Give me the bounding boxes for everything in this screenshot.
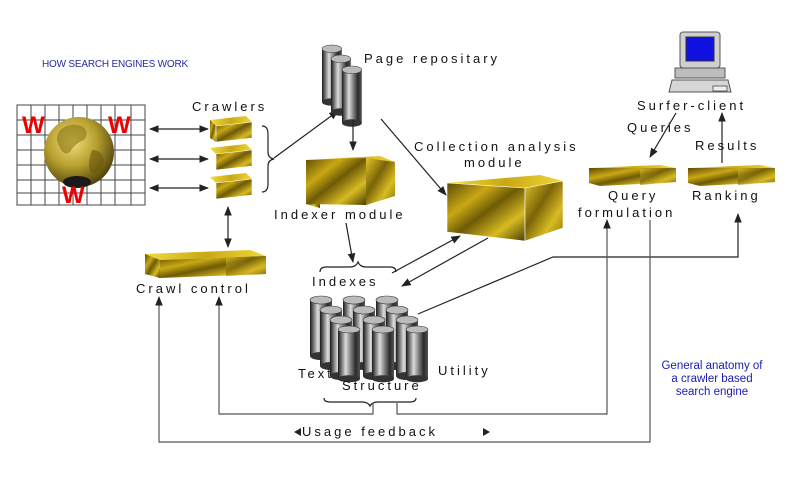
collection-analysis-module-box (446, 175, 564, 242)
caption-line-2: a crawler based (671, 373, 752, 385)
collection-to-indexes-arrow (401, 237, 489, 287)
results-label: Results (695, 138, 759, 153)
indexer-module-box (306, 156, 395, 208)
query-to-crawl-control-feedback (155, 220, 651, 443)
collection-analysis-label: Collection analysis (414, 139, 579, 154)
queries-label: Queries (627, 120, 694, 135)
queries-arrow (649, 112, 677, 158)
crawlers-to-repository-arrow (273, 110, 339, 159)
diagram-caption: General anatomy of a crawler based searc… (661, 360, 763, 398)
ranking-label: Ranking (692, 188, 761, 203)
formulation-label: formulation (578, 205, 675, 220)
ranking-box (688, 165, 775, 186)
structure-to-crawl-control-feedback (215, 296, 374, 415)
crawlers-label: Crawlers (192, 99, 267, 114)
indexer-to-indexes-arrow (345, 222, 356, 263)
indexes-to-ranking-arrow (417, 213, 742, 315)
utility-index-label: Utility (438, 363, 491, 378)
world-wide-web-globe: W W W (16, 104, 146, 209)
page-repository-cylinders (321, 44, 363, 128)
caption-line-1: General anatomy of (661, 360, 763, 372)
surfer-client-computer-icon (668, 31, 732, 93)
text-index-label: Text (298, 366, 334, 381)
crawler-boxes (210, 116, 253, 200)
diagram-title: HOW SEARCH ENGINES WORK (42, 59, 188, 70)
crawlers-brace (261, 125, 275, 193)
indexes-label: Indexes (312, 274, 379, 289)
w-letter-bottom: W (62, 182, 85, 209)
w-letter-right: W (108, 112, 131, 139)
repository-to-collection-arrow (380, 118, 447, 196)
query-label: Query (608, 188, 658, 203)
structure-index-label: Structure (342, 378, 422, 393)
usage-feedback-left-triangle-icon (294, 428, 301, 436)
structure-to-query-feedback (396, 219, 611, 415)
structure-brace (323, 397, 417, 408)
indexes-to-collection-arrow (391, 235, 461, 274)
crawl-control-label: Crawl control (136, 281, 251, 296)
query-formulation-box (589, 165, 676, 186)
crawl-control-box (145, 250, 266, 278)
indexes-brace (319, 260, 397, 273)
crawler-box (210, 116, 253, 143)
usage-feedback-right-triangle-icon (483, 428, 490, 436)
crawler-box (210, 144, 253, 171)
page-repository-label: Page repositary (364, 51, 500, 66)
caption-line-3: search engine (676, 386, 748, 398)
surfer-client-label: Surfer-client (637, 98, 746, 113)
w-letter-left: W (22, 112, 45, 139)
crawler-box (210, 173, 253, 200)
collection-analysis-label-line2: module (464, 155, 525, 170)
usage-feedback-label: Usage feedback (302, 424, 438, 439)
indexer-module-label: Indexer module (274, 207, 406, 222)
